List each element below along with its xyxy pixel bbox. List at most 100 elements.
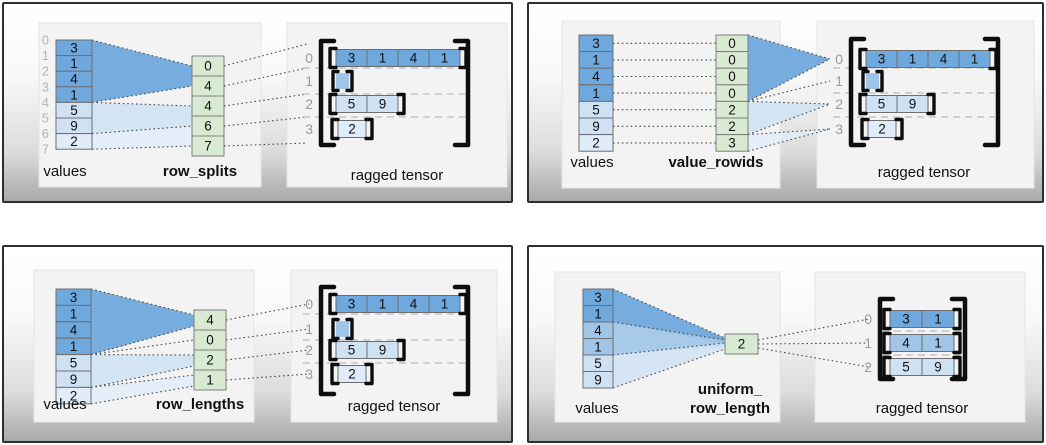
inner-left-bracket — [882, 355, 892, 379]
outer-right-bracket — [949, 296, 968, 382]
inner-left-bracket — [328, 92, 338, 116]
mapping-edge-dotted-line — [612, 321, 726, 341]
outer-left-bracket — [877, 296, 896, 382]
param-label: row_lengths — [156, 396, 244, 413]
inner-left-bracket — [860, 117, 870, 141]
tensor-cell — [896, 95, 929, 113]
tensor-cell-label: 4 — [940, 52, 948, 67]
value-cell-label: 5 — [594, 356, 602, 371]
empty-row-cell — [336, 321, 349, 337]
value-index-label: 6 — [42, 126, 49, 141]
inner-right-bracket — [364, 117, 374, 141]
tensor-cell — [428, 49, 461, 67]
tensor-cell — [428, 295, 461, 313]
tensor-cell-label: 9 — [379, 343, 387, 358]
mapping-edge-dotted-line — [747, 103, 831, 136]
dotted-connector-line — [757, 347, 870, 368]
tensor-row-index-label: 3 — [835, 121, 843, 137]
tensor-cell-label: 4 — [410, 51, 418, 66]
value-cell-label: 1 — [70, 56, 78, 71]
values-label: values — [570, 154, 613, 171]
inner-left-bracket — [882, 331, 892, 355]
value-cell-label: 1 — [592, 53, 600, 68]
value-index-label: 3 — [42, 79, 49, 94]
outer-right-bracket — [452, 284, 471, 397]
value-cell-label: 3 — [70, 290, 78, 305]
tensor-cell-label: 2 — [878, 122, 886, 137]
inner-right-bracket — [396, 338, 406, 362]
value-cell-label: 3 — [594, 290, 602, 305]
tensor-cell-label: 9 — [909, 97, 917, 112]
mapping-funnel — [91, 354, 194, 388]
value-cell-label: 3 — [592, 36, 600, 51]
tensor-cell — [337, 365, 367, 383]
inner-left-bracket — [328, 338, 338, 362]
param-cell-label: 2 — [728, 119, 736, 134]
inner-right-bracket — [952, 307, 962, 331]
tensor-cell-label: 4 — [902, 336, 910, 351]
param-cell-label: 6 — [204, 119, 212, 134]
inner-left-bracket — [858, 92, 868, 116]
inner-left-bracket — [331, 317, 340, 341]
tensor-cell — [366, 341, 399, 359]
value-index-label: 7 — [42, 142, 49, 157]
inner-right-bracket — [952, 355, 962, 379]
tensor-cell-label: 5 — [878, 97, 886, 112]
inner-left-bracket — [330, 362, 340, 386]
value-cell-label: 4 — [70, 72, 78, 87]
value-cell-label: 1 — [594, 339, 602, 354]
inner-left-bracket — [882, 307, 892, 331]
tensor-row-index-label: 2 — [305, 96, 313, 112]
tensor-cell-label: 1 — [379, 297, 387, 312]
value-cell-label: 1 — [70, 306, 78, 321]
empty-row-cell — [336, 73, 349, 89]
param-cell-label: 2 — [738, 337, 746, 352]
dotted-connector-line — [223, 43, 308, 67]
mapping-edge-dotted-line — [90, 325, 195, 356]
dotted-connector-line — [223, 93, 308, 107]
param-label: value_rowids — [668, 154, 763, 171]
mapping-edge-dotted-line — [612, 288, 726, 339]
values-label: values — [575, 400, 618, 417]
param-cell-label: 4 — [204, 79, 212, 94]
value-cell — [578, 134, 614, 152]
tensor-row-index-label: 2 — [864, 359, 872, 375]
param-cell-label: 0 — [728, 69, 736, 84]
dotted-connector-line — [225, 328, 310, 341]
inner-right-bracket — [894, 117, 904, 141]
empty-row-cell — [866, 73, 879, 89]
dotted-connector-line — [225, 303, 310, 321]
inner-left-bracket — [331, 69, 340, 93]
param-cell-label: 2 — [206, 353, 214, 368]
tensor-cell — [921, 310, 955, 328]
dotted-connector-line — [223, 67, 308, 87]
inner-right-bracket — [345, 69, 354, 93]
value-index-label: 1 — [42, 48, 49, 63]
param-cell-label: 2 — [728, 102, 736, 117]
param-cell-label: 0 — [728, 53, 736, 68]
param-label: uniform_ — [698, 381, 763, 398]
tensor-cell-label: 5 — [902, 360, 910, 375]
inner-left-bracket — [330, 117, 340, 141]
value-cell-label: 1 — [70, 87, 78, 102]
tensor-row-index-label: 1 — [305, 73, 313, 89]
value-cell-label: 2 — [70, 134, 78, 149]
outer-left-bracket — [318, 284, 337, 397]
value-cell-label: 9 — [592, 119, 600, 134]
tensor-cell — [867, 120, 897, 138]
tensor-row-index-label: 1 — [835, 73, 843, 89]
outer-left-bracket — [318, 38, 337, 148]
value-cell — [55, 386, 92, 405]
mapping-edge-dotted-line — [747, 100, 831, 105]
tensor-cell — [921, 334, 955, 352]
values-label: values — [43, 396, 86, 413]
mapping-edge-dotted-line — [747, 34, 831, 60]
value-cell-label: 9 — [70, 372, 78, 387]
mapping-funnel — [748, 129, 830, 152]
value-cell-label: 3 — [70, 41, 78, 56]
